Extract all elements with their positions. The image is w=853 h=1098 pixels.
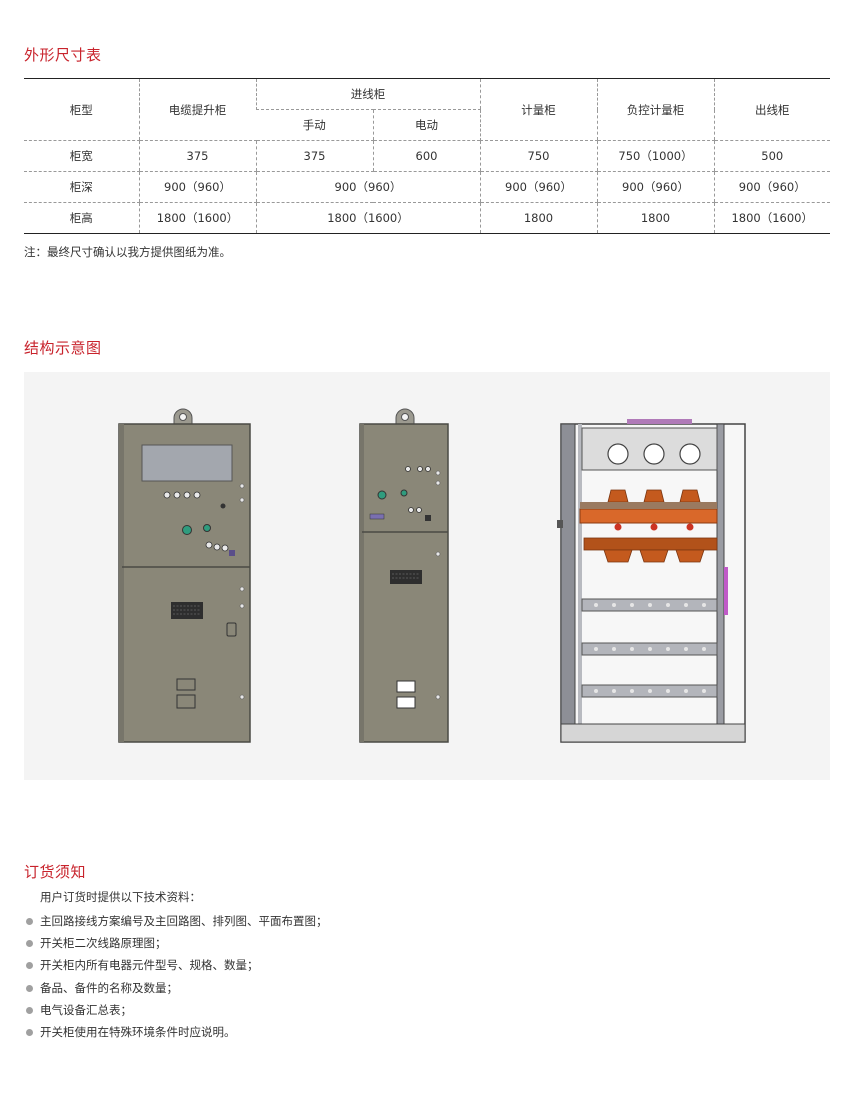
table-cell: 375: [255, 140, 373, 172]
list-item: 备品、备件的名称及数量；: [24, 977, 328, 999]
list-item: 开关柜使用在特殊环境条件时应说明。: [24, 1021, 328, 1043]
table-cell: 500: [713, 140, 830, 172]
table-row-height: 柜高 1800（1600） 1800（1600） 1800 1800 1800（…: [24, 202, 830, 234]
structure-diagram: [24, 372, 830, 780]
cabinet-internal-view: [557, 419, 746, 743]
row-label: 柜深: [24, 171, 139, 203]
header-metering: 计量柜: [479, 78, 597, 141]
table-cell: 1800（1600）: [255, 202, 480, 234]
table-header-row: 柜型 电缆提升柜 进线柜 计量柜 负控计量柜 出线柜: [24, 78, 830, 141]
list-item: 开关柜二次线路原理图；: [24, 932, 328, 954]
table-cell: 900（960）: [138, 171, 256, 203]
table-cell: 750（1000）: [596, 140, 714, 172]
header-incoming: 进线柜: [255, 78, 480, 110]
header-outgoing: 出线柜: [713, 78, 830, 141]
header-manual: 手动: [256, 109, 373, 141]
table-row-width: 柜宽 375 375 600 750 750（1000） 500: [24, 140, 830, 172]
cabinet-illustrations: [118, 408, 746, 743]
header-electric: 电动: [372, 109, 480, 141]
header-type: 柜型: [24, 78, 139, 141]
list-item: 主回路接线方案编号及主回路图、排列图、平面布置图；: [24, 910, 328, 932]
table-cell: 750: [479, 140, 597, 172]
row-label: 柜高: [69, 211, 93, 225]
table-cell: 1800（1600）: [138, 202, 256, 234]
table-cell: 900（960）: [479, 171, 597, 203]
order-intro: 用户订货时提供以下技术资料：: [40, 890, 201, 904]
dimensions-note: 注：最终尺寸确认以我方提供图纸为准。: [24, 245, 231, 259]
table-cell: 375: [138, 140, 256, 172]
table-cell: 900（960）: [255, 171, 480, 203]
dimensions-table: 柜型 电缆提升柜 进线柜 计量柜 负控计量柜 出线柜 手动 电动 柜宽 375 …: [24, 78, 830, 234]
table-subheader-row: 手动 电动: [24, 109, 830, 141]
table-cell: 1800（1600）: [713, 202, 830, 234]
header-cable-lift: 电缆提升柜: [138, 78, 256, 141]
table-cell: 1800: [596, 202, 714, 234]
order-list: 主回路接线方案编号及主回路图、排列图、平面布置图； 开关柜二次线路原理图； 开关…: [24, 910, 328, 1043]
cabinet-front-view: [118, 408, 251, 743]
list-item: 电气设备汇总表；: [24, 999, 328, 1021]
structure-title: 结构示意图: [24, 339, 102, 357]
row-label: 柜宽: [24, 140, 139, 172]
dimensions-title: 外形尺寸表: [24, 46, 102, 64]
table-cell: 900（960）: [713, 171, 830, 203]
list-item: 开关柜内所有电器元件型号、规格、数量；: [24, 954, 328, 976]
table-cell: 1800: [479, 202, 597, 234]
table-cell: 600: [372, 140, 480, 172]
table-cell: 900（960）: [596, 171, 714, 203]
header-load-metering: 负控计量柜: [596, 78, 714, 141]
table-row-depth: 柜深 900（960） 900（960） 900（960） 900（960） 9…: [24, 171, 830, 203]
order-title: 订货须知: [24, 863, 87, 881]
cabinet-side-view: [359, 408, 449, 743]
